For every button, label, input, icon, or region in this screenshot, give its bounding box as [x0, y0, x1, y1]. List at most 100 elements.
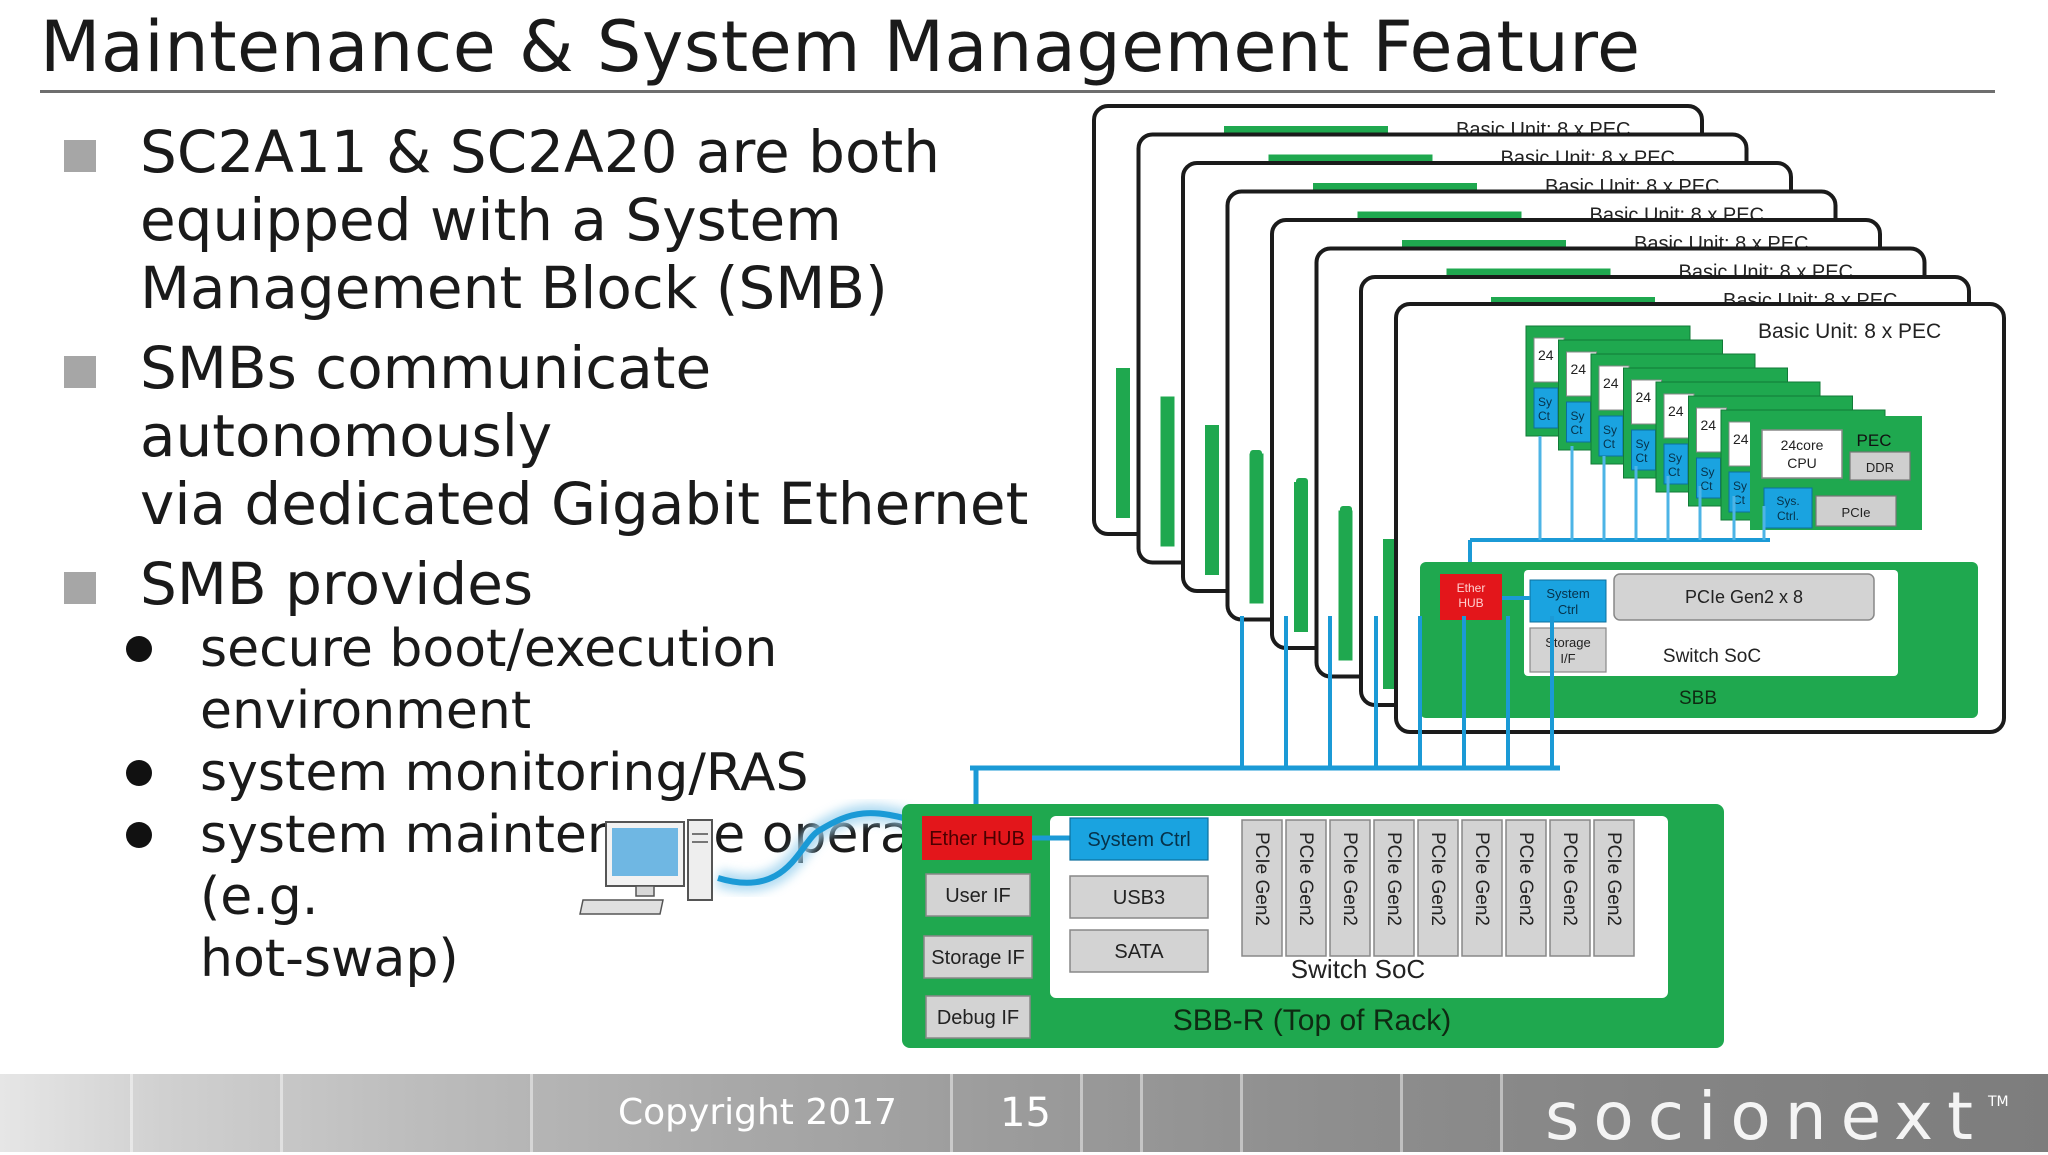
slide-title: Maintenance & System Management Feature [40, 6, 1641, 88]
pec-pcie-label: PCIe [1842, 505, 1871, 520]
pcie-port: PCIe Gen2 [1241, 819, 1283, 957]
pec-cpu-partial: 24 [1571, 361, 1587, 377]
pc-cable [715, 804, 927, 892]
brand-trademark: TM [1988, 1094, 2009, 1110]
sbbr-debug-if-label: Debug IF [937, 1007, 1019, 1029]
pcie-port-label: PCIe Gen2 [1383, 832, 1404, 926]
pcie-port-label: PCIe Gen2 [1339, 832, 1360, 926]
sbbr-ether-hub-label: Ether HUB [929, 828, 1025, 850]
pcie-port-label: PCIe Gen2 [1295, 832, 1316, 926]
bullet-text: SMB provides [140, 550, 534, 618]
sbbr-storage-if-label: Storage IF [931, 947, 1024, 969]
pec-cpu-partial: 24 [1668, 403, 1684, 419]
sbbr-debug-if [925, 995, 1031, 1039]
sbb-system-ctrl [1529, 579, 1607, 623]
footer-bar [0, 1074, 2048, 1152]
bullet-item: SC2A11 & SC2A20 are both equipped with a… [60, 118, 1110, 322]
sbb-pcie-box [1613, 573, 1875, 621]
pcie-port: PCIe Gen2 [1285, 819, 1327, 957]
pcie-port: PCIe Gen2 [1417, 819, 1459, 957]
rack-bus-links [1236, 616, 1558, 768]
bullet-item: SMB provides [60, 550, 1110, 618]
title-divider [40, 90, 1995, 93]
sbbr-switch-soc-label: Switch SoC [1291, 954, 1425, 984]
pcie-port-label: PCIe Gen2 [1427, 832, 1448, 926]
round-bullet-icon [126, 760, 152, 786]
sbbr-label: SBB-R (Top of Rack) [1173, 1004, 1451, 1037]
pec-cpu-partial: 24 [1538, 347, 1554, 363]
pcie-port: PCIe Gen2 [1373, 819, 1415, 957]
brand-logo: socionext [1545, 1078, 1987, 1155]
sbb-label: SBB [1679, 688, 1717, 709]
pcie-port-label: PCIe Gen2 [1471, 832, 1492, 926]
sbbr-usb3-label: USB3 [1113, 887, 1165, 909]
basic-unit-label: Basic Unit: 8 x PEC [1758, 320, 1941, 343]
pcie-port-label: PCIe Gen2 [1251, 832, 1272, 926]
sbbr-sata-label: SATA [1114, 941, 1164, 963]
bullet-text: SMBs communicate autonomously via dedica… [140, 334, 1029, 538]
square-bullet-icon [64, 572, 96, 604]
pec-cpu-partial: 24 [1636, 389, 1652, 405]
pcie-port: PCIe Gen2 [1329, 819, 1371, 957]
sbb-pcie-label: PCIe Gen2 x 8 [1685, 587, 1803, 607]
pec-sys-ctrl-label: Sys.Ctrl. [1776, 494, 1799, 523]
sub-bullet-item: system monitoring/RAS [60, 742, 1110, 804]
sub-bullet-text: system monitoring/RAS [200, 743, 809, 803]
sub-bullet-item: secure boot/execution environment [60, 618, 1110, 742]
sub-bullet-text: secure boot/execution environment [200, 619, 778, 741]
sbbr-ether-hub [922, 816, 1032, 860]
sbbr-system-ctrl [1069, 817, 1209, 861]
copyright-text: Copyright 2017 [618, 1092, 897, 1133]
sbbr-user-if-label: User IF [945, 885, 1011, 907]
pcie-port: PCIe Gen2 [1593, 819, 1635, 957]
sbb-r-board: Ether HUB User IF Storage IF Debug IF Sy… [902, 804, 1724, 1048]
sbbr-user-if [925, 873, 1031, 917]
pcie-port-label: PCIe Gen2 [1603, 832, 1624, 926]
pec-cpu-partial: 24 [1603, 375, 1619, 391]
round-bullet-icon [126, 822, 152, 848]
sbbr-sata [1069, 929, 1209, 973]
pcie-port: PCIe Gen2 [1505, 819, 1547, 957]
sbbr-pcie-ports: PCIe Gen2 PCIe Gen2 PCIe Gen2 PCIe Gen2 PCIe… [1241, 819, 1635, 957]
pcie-port-label: PCIe Gen2 [1515, 832, 1536, 926]
sbbr-usb3 [1069, 875, 1209, 919]
sbbr-storage-if [923, 935, 1033, 979]
pec-cpu-partial: 24 [1733, 431, 1749, 447]
pcie-port: PCIe Gen2 [1461, 819, 1503, 957]
bullet-item: SMBs communicate autonomously via dedica… [60, 334, 1110, 538]
bullet-list: SC2A11 & SC2A20 are both equipped with a… [60, 118, 1110, 990]
pec-pcie-box [1815, 495, 1897, 527]
desktop-computer-icon [579, 819, 713, 915]
pec-label: PEC [1857, 431, 1892, 450]
pec-cpu-partial: 24 [1701, 417, 1717, 433]
square-bullet-icon [64, 140, 96, 172]
pec-ddr-box [1849, 451, 1911, 481]
board-edge-connector [1296, 478, 1308, 606]
pcie-port-label: PCIe Gen2 [1559, 832, 1580, 926]
pec-to-sbb-links [1468, 436, 1770, 574]
board-edge-connector [1250, 450, 1262, 578]
sbb-storage-box [1529, 627, 1607, 673]
board-edge-connector [1340, 506, 1352, 634]
sbb-ether-hub [1440, 574, 1502, 620]
pcie-port: PCIe Gen2 [1549, 819, 1591, 957]
sbb-switch-soc-label: Switch SoC [1663, 646, 1761, 667]
square-bullet-icon [64, 356, 96, 388]
sbbr-system-ctrl-label: System Ctrl [1087, 829, 1190, 851]
ethernet-bus [969, 760, 1560, 830]
pec-ddr-label: DDR [1866, 460, 1894, 475]
